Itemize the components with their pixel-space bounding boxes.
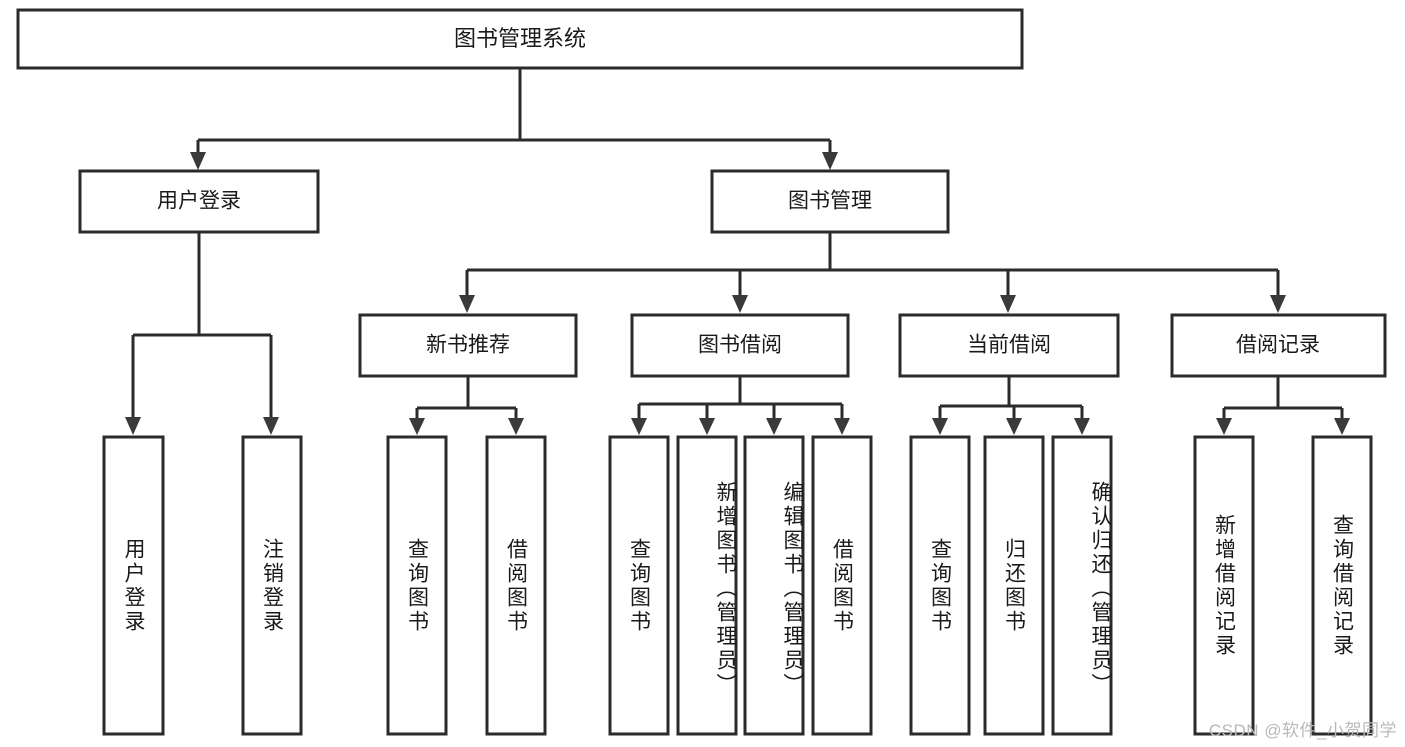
leaf-box-return-book[interactable] [983,435,1045,736]
node-new-book-recommend[interactable]: 新书推荐 [358,313,578,378]
connector-group-current-borrow [932,376,1090,435]
leaf-box-confirm-return-admin[interactable] [1051,435,1113,736]
leaf-box-add-book-admin[interactable] [676,435,738,736]
leaf-box-query-book-borrow[interactable] [608,435,670,736]
leaf-box-user-logout[interactable] [241,435,303,736]
leaf-box-query-borrow-record[interactable] [1311,435,1373,736]
arrowhead-icon [508,418,524,435]
node-new-book-recommend-label: 新书推荐 [426,334,510,357]
node-new-book-recommend-box[interactable] [358,313,578,378]
connector-group-new-book-rec [409,376,524,435]
arrowhead-icon [932,418,948,435]
node-book-management-box[interactable] [710,169,950,234]
node-book-borrow-box[interactable] [630,313,850,378]
connector-group-book-mgmt [459,232,1286,313]
connector-group-borrow-record [1216,376,1350,435]
arrowhead-icon [1006,418,1022,435]
arrowhead-icon [699,418,715,435]
node-borrow-record[interactable]: 借阅记录 [1170,313,1387,378]
node-borrow-record-label: 借阅记录 [1236,334,1320,357]
watermark-text: CSDN @软件_小贺同学 [1208,721,1397,740]
node-current-borrow-label: 当前借阅 [967,334,1051,357]
leaf-box-query-book-current[interactable] [909,435,971,736]
arrowhead-icon [125,417,141,435]
node-user-login-label: 用户登录 [157,190,241,213]
leaf-box-query-book-rec[interactable] [386,435,448,736]
node-book-management-label: 图书管理 [788,190,872,213]
arrowhead-icon [1216,418,1232,435]
node-borrow-record-box[interactable] [1170,313,1387,378]
node-user-login-box[interactable] [78,169,320,234]
node-book-borrow-label: 图书借阅 [698,334,782,357]
arrowhead-icon [1000,295,1016,313]
node-current-borrow-box[interactable] [898,313,1120,378]
arrowhead-icon [263,417,279,435]
leaf-box-borrow-book[interactable] [811,435,873,736]
connector-group-user-login [125,232,279,435]
leaf-box-borrow-book-rec[interactable] [485,435,547,736]
arrowhead-icon [766,418,782,435]
connector-group-root [190,68,838,170]
node-root-label: 图书管理系统 [454,26,586,51]
leaf-boxes-group [102,435,1373,736]
arrowhead-icon [459,295,475,313]
arrowhead-icon [190,152,206,170]
node-book-borrow[interactable]: 图书借阅 [630,313,850,378]
node-root-box[interactable] [16,8,1024,70]
node-current-borrow[interactable]: 当前借阅 [898,313,1120,378]
node-root[interactable]: 图书管理系统 [16,8,1024,70]
arrowhead-icon [1074,418,1090,435]
leaf-box-edit-book-admin[interactable] [743,435,805,736]
leaf-box-add-borrow-record[interactable] [1193,435,1255,736]
node-book-management[interactable]: 图书管理 [710,169,950,234]
arrowhead-icon [822,152,838,170]
arrowhead-icon [1334,418,1350,435]
arrowhead-icon [631,418,647,435]
arrowhead-icon [1270,295,1286,313]
node-user-login[interactable]: 用户登录 [78,169,320,234]
arrowhead-icon [834,418,850,435]
arrowhead-icon [732,295,748,313]
connector-group-book-borrow [631,376,850,435]
arrowhead-icon [409,418,425,435]
leaf-box-user-login[interactable] [102,435,165,736]
